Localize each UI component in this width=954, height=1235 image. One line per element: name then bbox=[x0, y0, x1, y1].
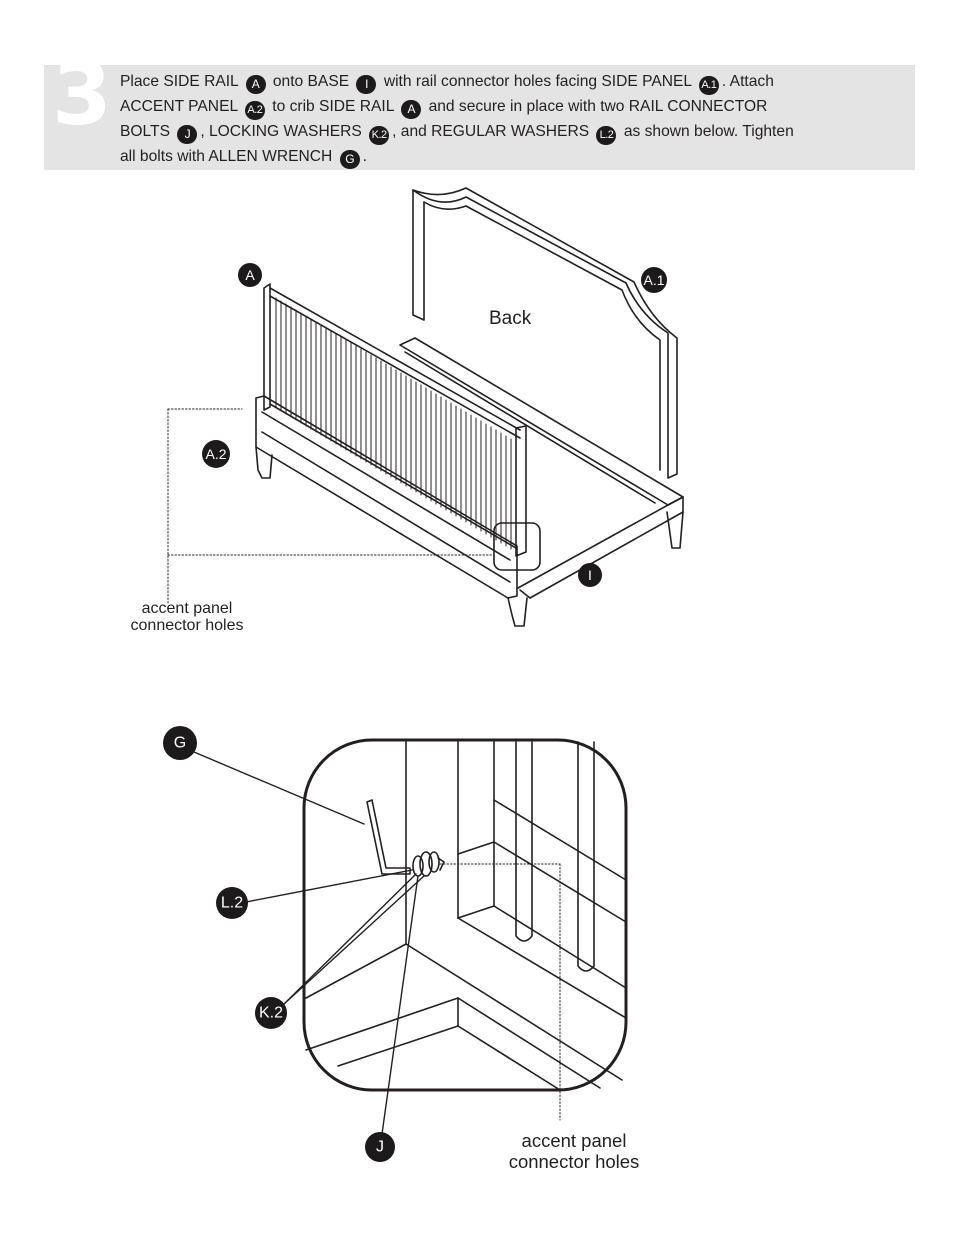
side-rail-slats bbox=[275, 297, 512, 550]
svg-text:G: G bbox=[174, 735, 186, 752]
part-badge-j: J bbox=[177, 125, 198, 144]
svg-text:K.2: K.2 bbox=[259, 1005, 283, 1022]
callout-l2: L.2 bbox=[216, 887, 248, 919]
connector-leader-top bbox=[167, 408, 495, 604]
detail-slats bbox=[515, 741, 595, 972]
instruction-text: to crib SIDE RAIL bbox=[272, 98, 394, 115]
side-panel-back bbox=[412, 187, 678, 479]
svg-text:A: A bbox=[245, 267, 255, 283]
accent-panel bbox=[255, 395, 528, 627]
bolt-washers bbox=[412, 851, 445, 877]
part-badge-g: G bbox=[339, 150, 360, 169]
instruction-text: with rail connector holes facing SIDE PA… bbox=[383, 73, 692, 90]
instruction-text: all bolts with ALLEN WRENCH bbox=[120, 148, 333, 165]
allen-wrench bbox=[366, 799, 411, 875]
detail-frame bbox=[302, 738, 628, 1092]
instruction-text: BOLTS bbox=[120, 123, 170, 140]
callout-a1: A.1 bbox=[641, 267, 667, 293]
callout-i: I bbox=[578, 563, 602, 587]
back-label: Back bbox=[489, 308, 532, 329]
callout-g: G bbox=[163, 726, 197, 760]
instruction-text: and secure in place with two RAIL CONNEC… bbox=[428, 98, 768, 115]
callout-lines bbox=[193, 751, 425, 1135]
part-badge-a1: A.1 bbox=[698, 76, 719, 95]
part-badge-i: I bbox=[356, 75, 377, 94]
svg-text:A.2: A.2 bbox=[205, 446, 226, 462]
callout-a: A bbox=[238, 263, 262, 287]
callout-j: J bbox=[365, 1132, 395, 1162]
side-rail bbox=[263, 283, 527, 557]
detail-highlight bbox=[493, 522, 541, 571]
instruction-text: as shown below. Tighten bbox=[623, 123, 794, 140]
callout-a2: A.2 bbox=[202, 440, 230, 468]
svg-text:L.2: L.2 bbox=[221, 895, 243, 912]
svg-text:I: I bbox=[588, 567, 592, 583]
note-line: accent panel bbox=[521, 1130, 627, 1151]
part-badge-k2: K.2 bbox=[369, 126, 390, 145]
part-badge-a: A bbox=[401, 100, 422, 119]
step-instructions: Place SIDE RAIL A onto BASE I with rail … bbox=[120, 70, 900, 169]
instruction-line-4: all bolts with ALLEN WRENCH G. bbox=[120, 145, 900, 169]
part-badge-a2: A.2 bbox=[244, 101, 265, 120]
connector-leader-bottom bbox=[439, 863, 561, 1121]
note-line: connector holes bbox=[130, 617, 244, 634]
instruction-text: , LOCKING WASHERS bbox=[200, 123, 362, 140]
instruction-text: Place SIDE RAIL bbox=[120, 73, 239, 90]
instruction-text: , and REGULAR WASHERS bbox=[392, 123, 590, 140]
instruction-line-3: BOLTS J, LOCKING WASHERS K.2, and REGULA… bbox=[120, 120, 900, 145]
connector-holes-note-bottom: accent panel connector holes bbox=[496, 1130, 652, 1172]
instruction-text: ACCENT PANEL bbox=[120, 98, 238, 115]
instruction-line-1: Place SIDE RAIL A onto BASE I with rail … bbox=[120, 70, 900, 95]
note-line: connector holes bbox=[508, 1151, 640, 1172]
connector-holes-note-top: accent panel connector holes bbox=[120, 600, 254, 634]
instruction-text: . Attach bbox=[721, 73, 774, 90]
step-header-box bbox=[44, 65, 915, 170]
note-line: accent panel bbox=[141, 600, 233, 617]
instruction-text: . bbox=[362, 148, 367, 165]
part-badge-a: A bbox=[245, 75, 266, 94]
instruction-text: onto BASE bbox=[272, 73, 350, 90]
instruction-line-2: ACCENT PANEL A.2 to crib SIDE RAIL A and… bbox=[120, 95, 900, 120]
step-number: 3 bbox=[52, 45, 112, 145]
part-badge-l2: L.2 bbox=[596, 126, 617, 145]
callout-k2: K.2 bbox=[255, 997, 287, 1029]
base-frame bbox=[399, 337, 684, 599]
svg-text:A.1: A.1 bbox=[643, 272, 664, 288]
svg-text:J: J bbox=[376, 1139, 384, 1156]
